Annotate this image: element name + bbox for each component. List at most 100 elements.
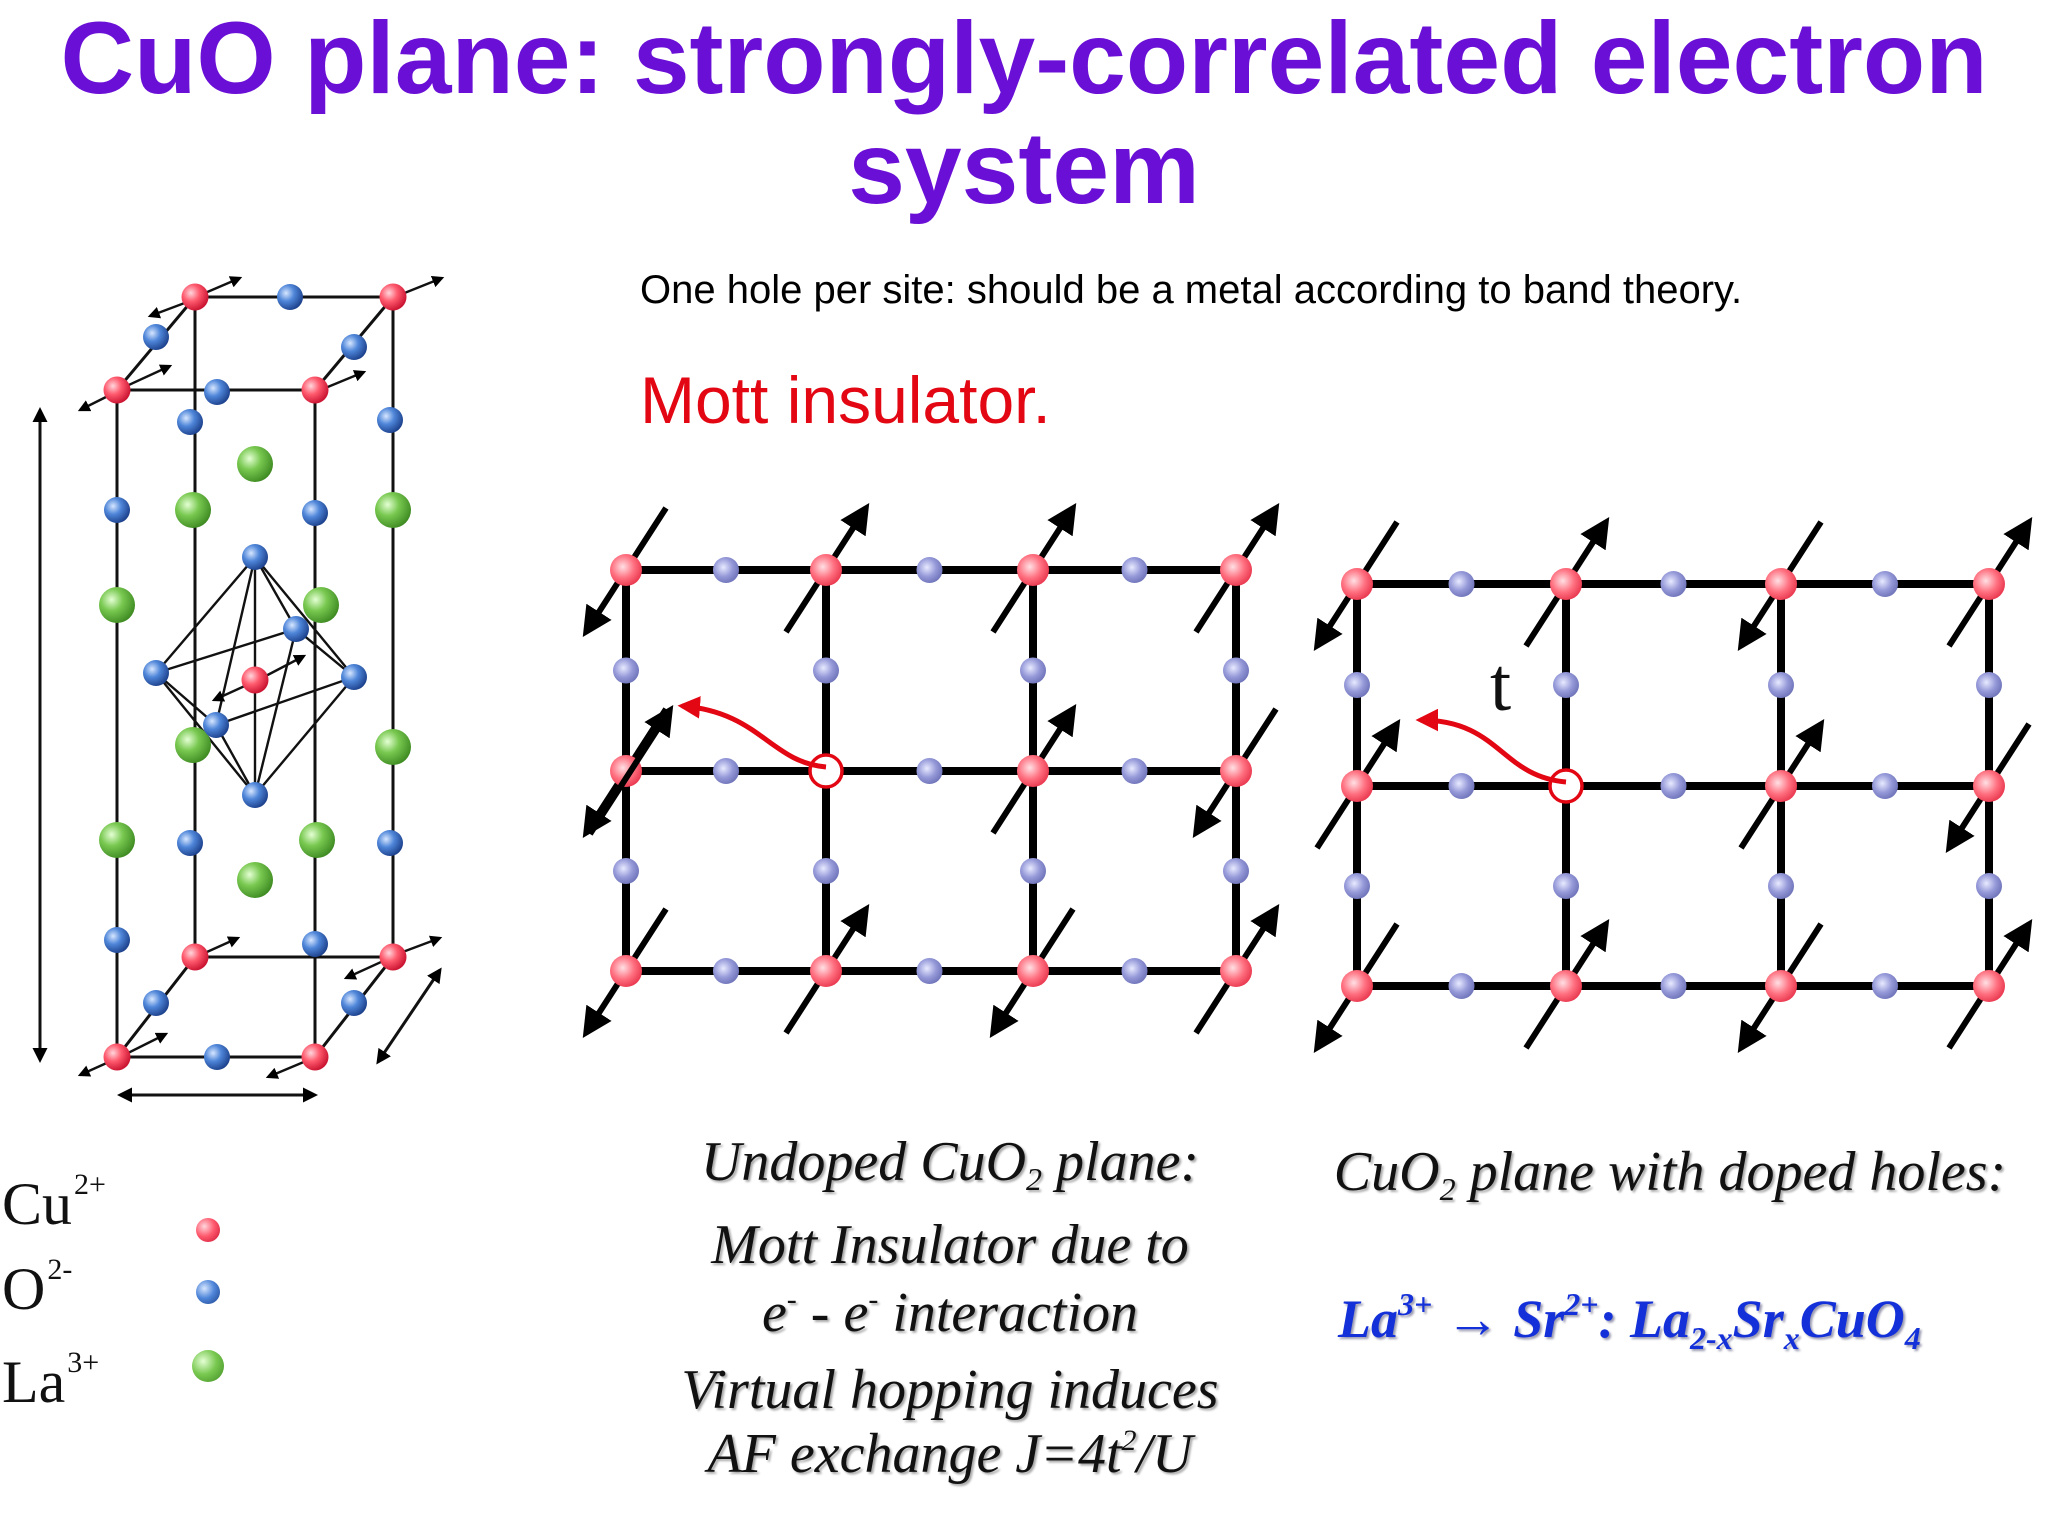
o-ion [143,660,169,686]
cu-ion [181,943,209,971]
o-site [1344,873,1370,899]
cu-ion [103,376,131,404]
o-ion [242,782,268,808]
la2cuo4-crystal-structure [32,275,445,1103]
o-site [713,958,739,984]
cu-site [1765,568,1797,600]
la-ion [375,492,411,528]
la-ion [303,587,339,623]
o-ion [283,616,309,642]
o-site [713,557,739,583]
o-ion [302,500,328,526]
o-site [1020,657,1046,684]
title-line-1: CuO plane: strongly-correlated electron [60,1,1988,115]
o-ion [104,927,130,953]
o-ion [177,409,203,435]
o-site [1768,672,1794,698]
o-ion [203,712,229,738]
crystal-atoms [99,283,411,1071]
doped-cuo2-lattice [1313,516,2033,1054]
cu-site [1220,755,1252,787]
caption-left-line-4: Virtual hopping induces [681,1359,1219,1421]
hole-site [808,753,844,789]
o-site [1660,973,1687,999]
cu-site [610,554,642,586]
o-site [613,657,639,684]
o-site [1223,858,1249,884]
o-site [1872,973,1898,999]
la-ion [237,862,273,898]
cu-site [1341,770,1373,802]
la-ion [237,446,273,482]
legend-o-charge: 2- [47,1253,73,1286]
cu-site [1341,970,1373,1002]
o-ion [341,664,367,690]
cu-site [1765,770,1797,802]
o-site [1872,773,1898,799]
o-site [1660,773,1687,799]
la-ion [99,587,135,623]
o-site [1660,571,1687,597]
legend-o-symbol: O [2,1256,46,1322]
o-ion [143,990,169,1016]
o-site [613,858,639,884]
cu-site [1550,568,1582,600]
legend-item-cu: Cu2+ [2,1168,106,1239]
cu-ion [301,1043,329,1071]
o-site [1121,557,1148,583]
cu-ion [379,283,407,311]
spin-up-arrow [587,704,674,836]
o-site [713,758,739,784]
la-ion [375,729,411,765]
o-site [1121,758,1148,784]
hopping-t-label: t [1490,643,1511,727]
cu-site [1973,770,2005,802]
sr-doping-formula: La3+ → Sr2+: La2-xSrxCuO4 [1338,1286,1921,1356]
legend-item-la: La3+ [2,1346,100,1417]
hopping-arrow [1415,708,1567,785]
la-ion [175,727,211,763]
o-site [916,557,943,583]
cu-ion [181,283,209,311]
o-ion [277,284,303,310]
o-site [1020,858,1046,884]
o-site [1223,657,1249,684]
o-site [1121,958,1148,984]
o-site [1448,973,1475,999]
cu-site [1341,568,1373,600]
cu-site [610,955,642,987]
o-site [813,657,839,684]
legend-cu-dot [196,1218,220,1242]
o-site [813,858,839,884]
hopping-arrow [677,696,827,770]
b-axis-dimension-arrow [376,967,442,1065]
band-theory-statement: One hole per site: should be a metal acc… [640,268,1743,312]
o-ion [242,544,268,570]
title-line-2: system [848,111,1200,225]
cu-ion [103,1043,131,1071]
o-ion [104,497,130,523]
cu-site [1017,755,1049,787]
o-site [916,758,943,784]
o-ion [204,1044,230,1070]
caption-left-line-5: AF exchange J=4t2/U [707,1423,1193,1485]
caption-left-line-2: Mott Insulator due to [711,1214,1189,1276]
o-ion [377,830,403,856]
cu-site [810,955,842,987]
o-ion [377,407,403,433]
cu-site [1765,970,1797,1002]
o-ion [204,379,230,405]
o-site [1872,571,1898,597]
o-ion [341,334,367,360]
o-site [1448,571,1475,597]
o-site [916,958,943,984]
cu-site [1220,554,1252,586]
legend-cu-symbol: Cu [2,1171,73,1237]
cu-ion [301,376,329,404]
o-ion [341,990,367,1016]
la-ion [99,822,135,858]
legend-la-charge: 3+ [67,1346,100,1379]
o-ion [143,324,169,350]
undoped-plane-caption: Undoped CuO2 plane: Mott Insulator due t… [640,1128,1260,1497]
